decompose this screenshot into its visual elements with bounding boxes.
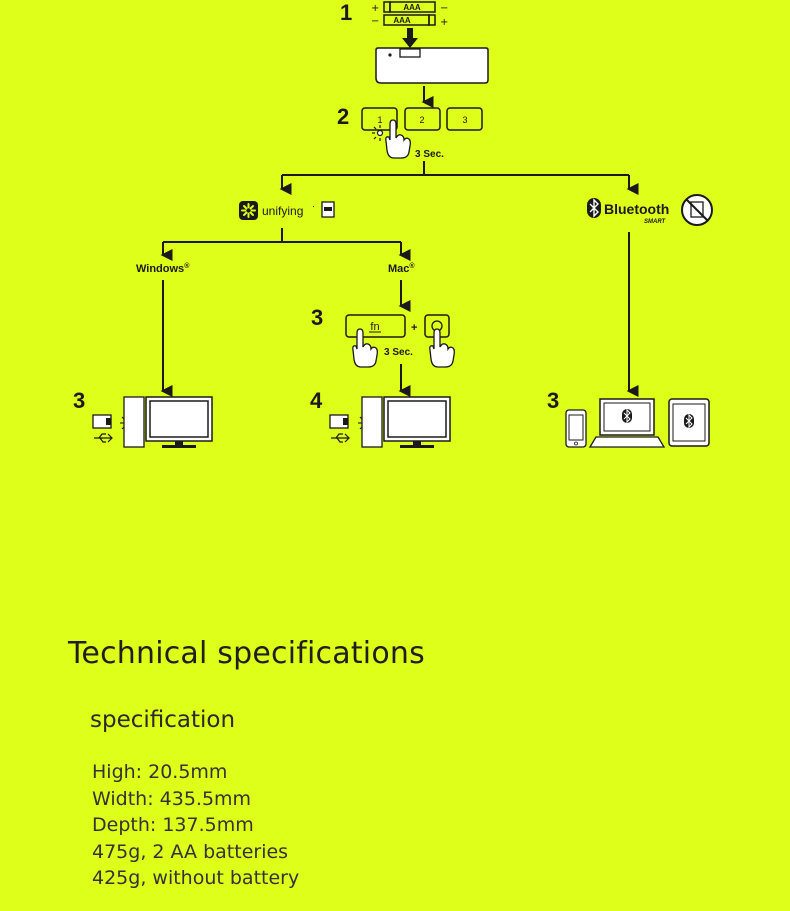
svg-text:2: 2 [419,115,424,125]
blink-light-icon [372,125,384,141]
step-number-channel: 2 [337,104,349,129]
step-number-mac-keys: 3 [311,305,323,330]
smartphone-icon [565,409,587,448]
svg-text:3: 3 [462,115,467,125]
step-number-bluetooth-connect: 3 [547,388,559,413]
bluetooth-sub-label: SMART [644,219,667,225]
bluetooth-icon [684,413,694,429]
mac-label: Mac® [388,262,415,275]
windows-label: Windows® [136,262,190,275]
battery-label-top: AAA [403,3,421,12]
pressing-finger-icon [385,119,411,159]
step-number-windows-connect: 3 [73,388,85,413]
unifying-trademark: · [312,201,315,211]
spec-list: High: 20.5mm Width: 435.5mm Depth: 137.5… [92,759,299,892]
step-number-mac-connect: 4 [310,388,323,413]
pressing-finger-icon [429,328,455,368]
spec-item-weight-without-battery: 425g, without battery [92,867,300,889]
svg-text:1: 1 [377,115,382,125]
unifying-label: unifying [262,204,303,218]
setup-diagram: 1 + AAA − − AAA + 2 1 2 3 [73,0,713,448]
step-number-battery: 1 [340,0,352,25]
unifying-logo: unifying · [239,201,315,220]
battery-label-bottom: AAA [393,16,411,25]
svg-text:+: + [440,17,448,28]
usb-receiver-icon [92,414,113,443]
usb-receiver-icon [329,414,350,443]
svg-text:−: − [440,3,448,14]
specs-subtitle: specification [90,707,236,733]
insert-arrow-icon [402,28,418,48]
bluetooth-label: Bluetooth [604,201,669,217]
keyboard-icon [375,47,489,84]
fn-key: fn [345,314,406,338]
bluetooth-logo: Bluetooth SMART [587,198,669,225]
svg-text:fn: fn [370,321,379,333]
hold-time-channel: 3 Sec. [415,149,444,160]
spec-item-width: Width: 435.5mm [92,787,252,810]
svg-text:−: − [371,16,379,27]
channel-key-3: 3 [446,107,483,131]
key-plus: + [411,322,417,334]
no-receiver-icon [681,194,713,226]
specs-title: Technical specifications [68,636,425,671]
spec-item-height: High: 20.5mm [92,761,228,783]
desktop-computer-icon [361,396,451,448]
hold-time-mac: 3 Sec. [384,347,413,358]
spec-item-weight-with-batteries: 475g, 2 AA batteries [92,840,289,863]
bluetooth-icon [622,408,632,424]
desktop-computer-icon [123,396,213,448]
pressing-finger-icon [352,328,378,368]
svg-text:+: + [371,3,379,14]
battery-icon: + AAA − − AAA + [371,1,448,28]
unifying-receiver-icon [321,201,335,218]
spec-item-depth: Depth: 137.5mm [92,814,254,836]
channel-key-2: 2 [404,107,441,131]
